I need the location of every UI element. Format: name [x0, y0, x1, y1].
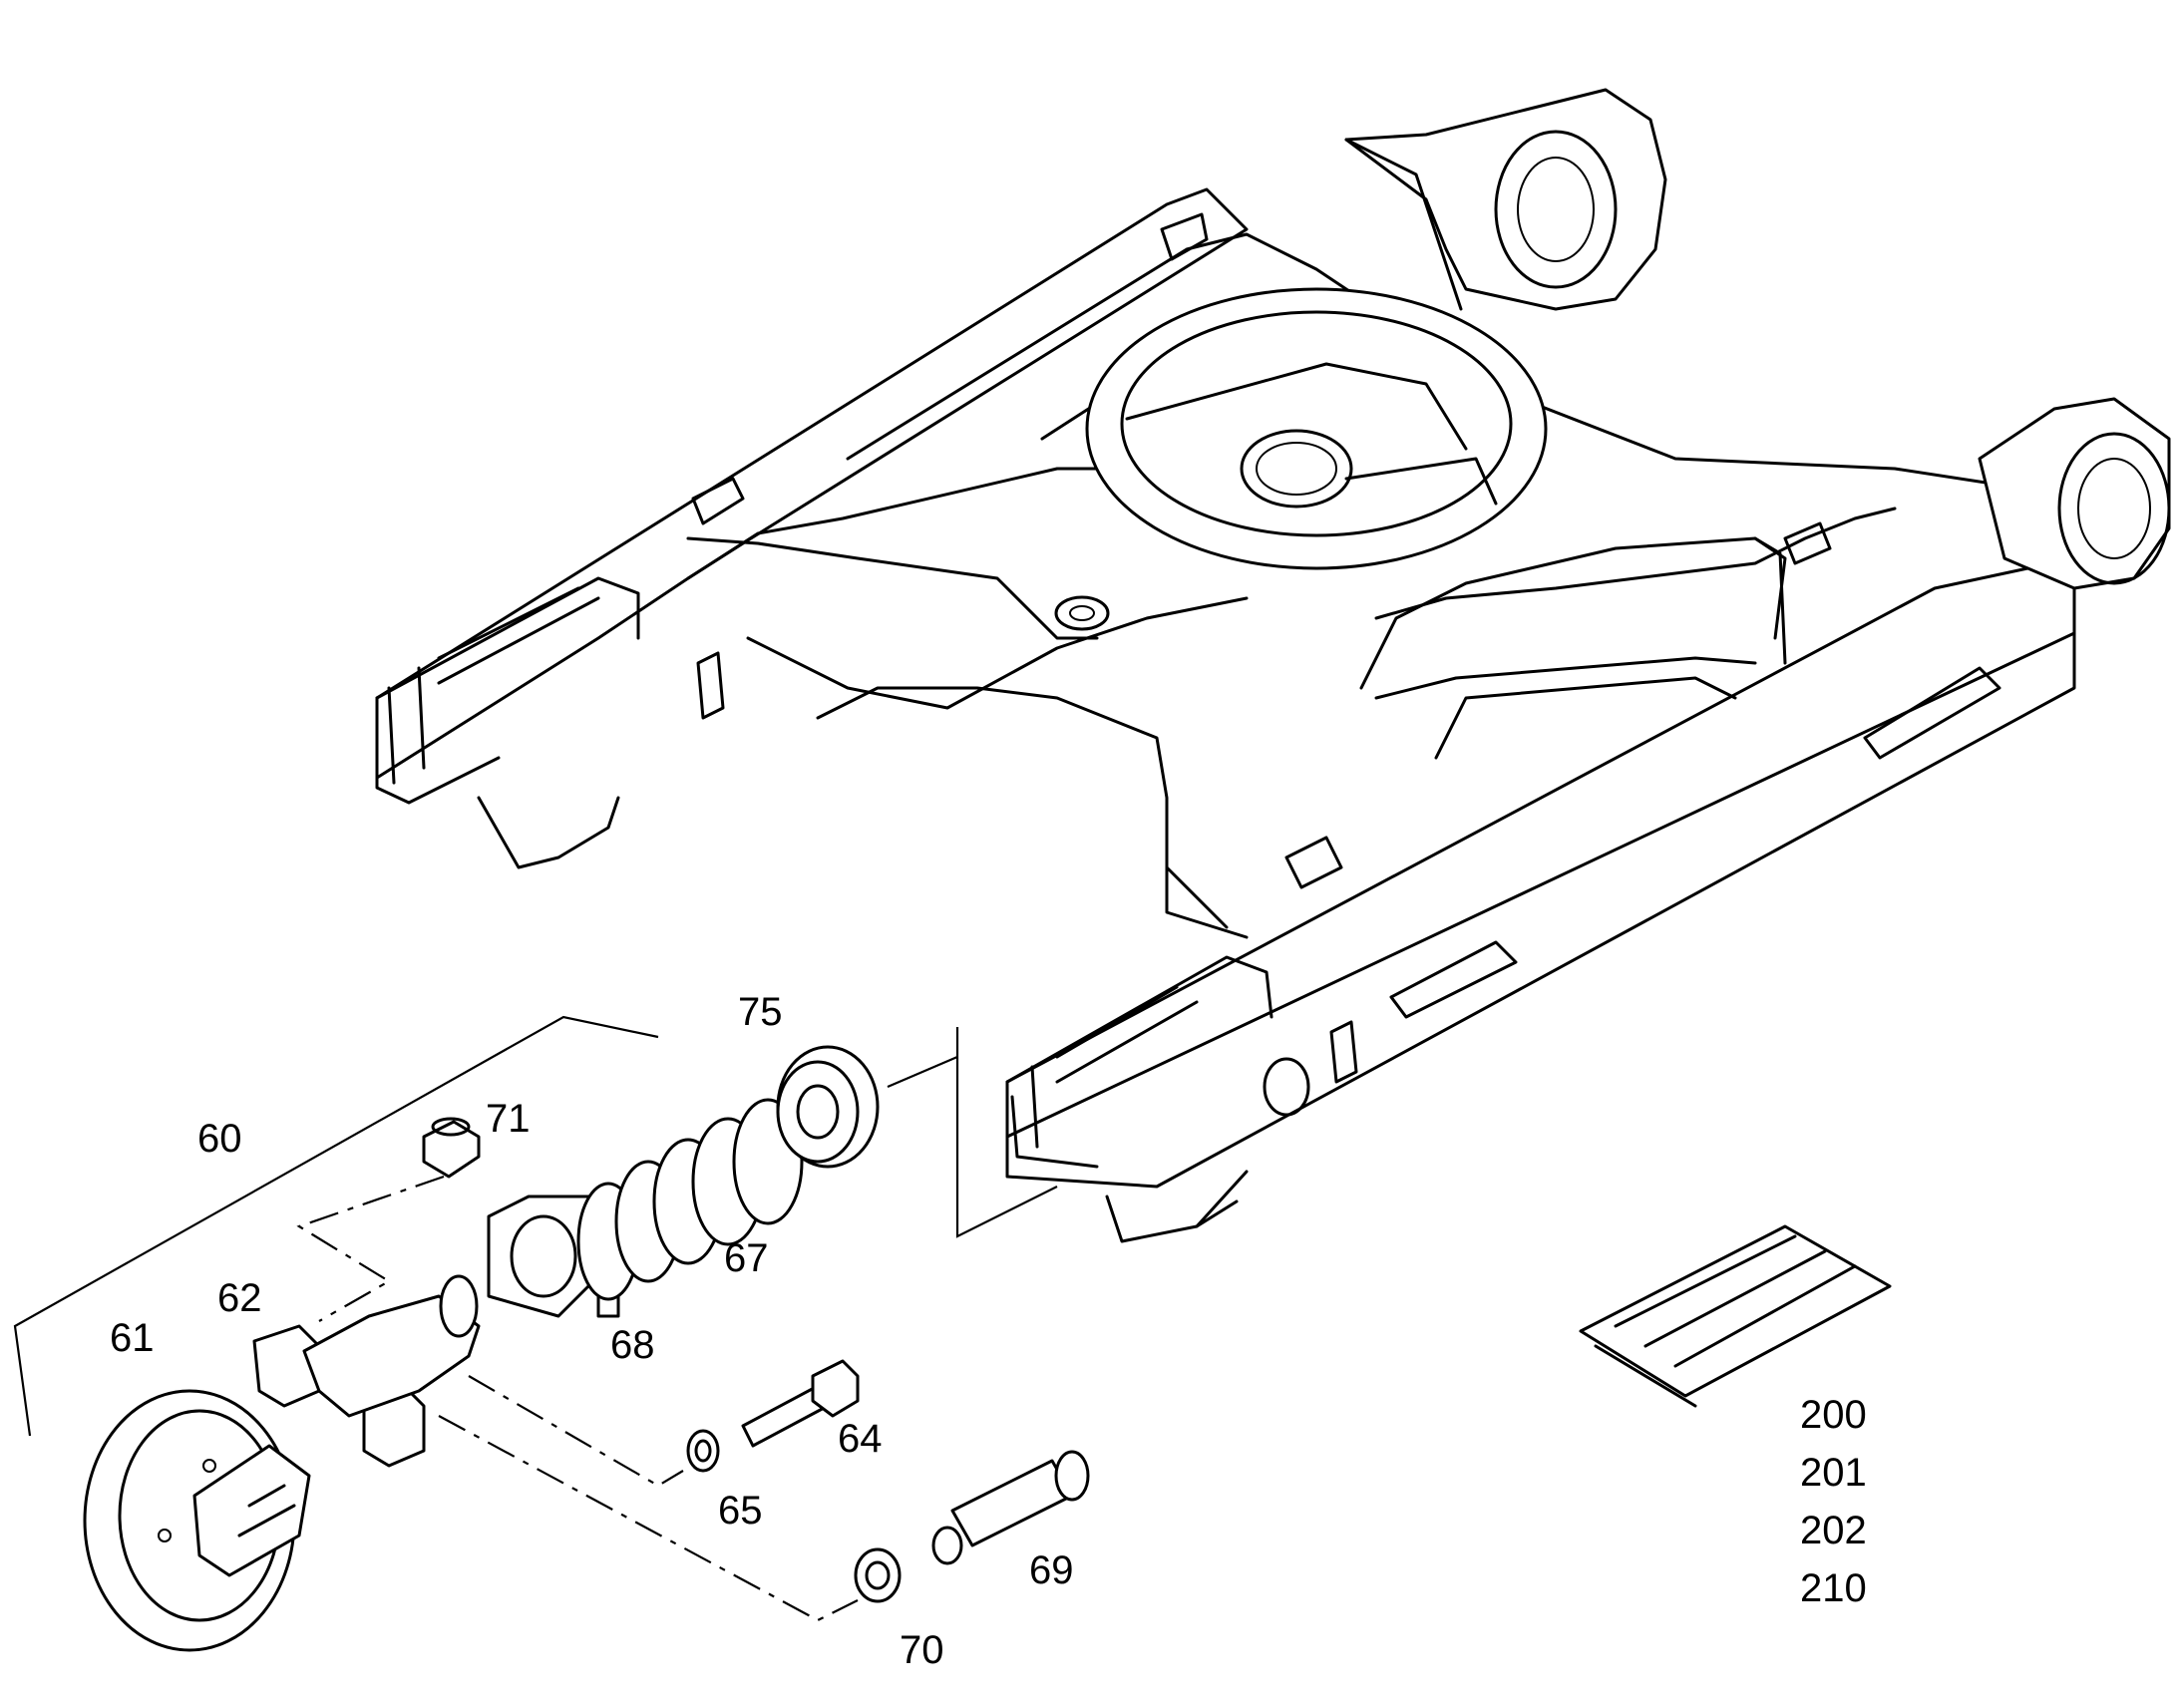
leader-lines [13, 1015, 1058, 1622]
label-68: 68 [610, 1323, 655, 1367]
label-71: 71 [486, 1097, 531, 1141]
part-61-idler-wheel [83, 1389, 311, 1652]
part-75-spacer [776, 1045, 880, 1169]
label-62: 62 [217, 1276, 262, 1320]
label-69: 69 [1029, 1548, 1074, 1592]
parts-200-210-track-chain [1579, 1224, 1892, 1408]
label-67: 67 [724, 1236, 769, 1280]
part-labels: 60 61 62 64 65 67 68 69 70 71 75 200 201… [110, 990, 1867, 1672]
label-201: 201 [1800, 1451, 1867, 1495]
label-65: 65 [718, 1489, 763, 1533]
part-70-washer [854, 1547, 902, 1603]
part-64-bolt [741, 1359, 860, 1448]
part-67-recoil-spring [576, 1098, 804, 1301]
part-68-spring-guide [487, 1195, 620, 1318]
label-70: 70 [900, 1628, 944, 1672]
label-75: 75 [738, 990, 783, 1034]
part-62-yoke [252, 1274, 481, 1468]
label-64: 64 [838, 1417, 883, 1461]
part-71-grease-fitting [422, 1117, 481, 1179]
label-200: 200 [1800, 1393, 1867, 1437]
undercarriage-frame [375, 88, 2171, 1243]
part-65-washer [686, 1429, 720, 1473]
label-61: 61 [110, 1316, 155, 1360]
label-210: 210 [1800, 1566, 1867, 1610]
label-202: 202 [1800, 1509, 1867, 1552]
part-69-adjuster [931, 1450, 1090, 1565]
label-60: 60 [197, 1117, 242, 1161]
